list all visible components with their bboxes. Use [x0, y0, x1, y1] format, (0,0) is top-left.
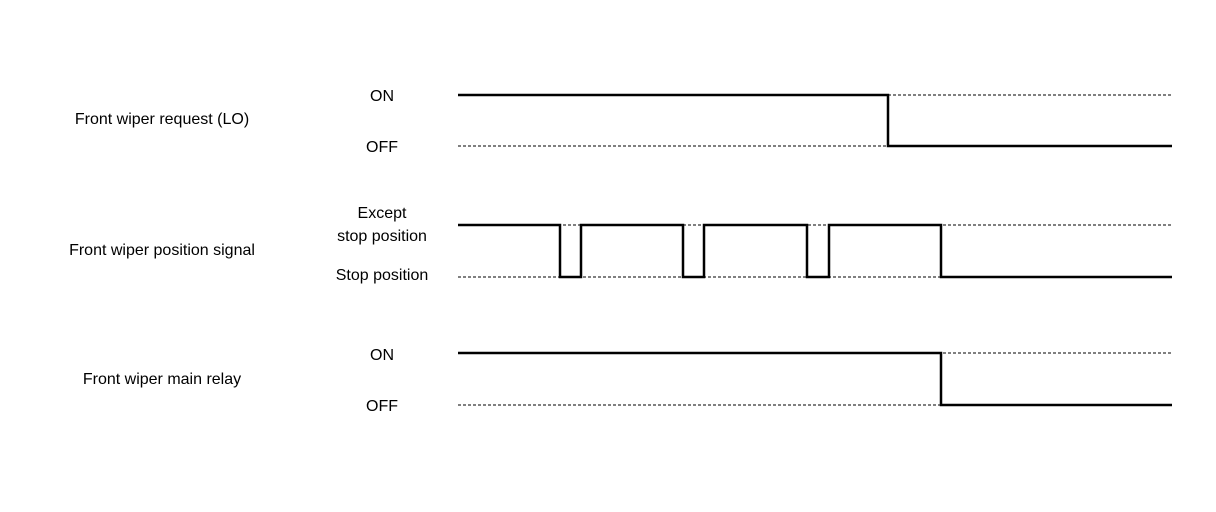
signal-name-front-wiper-request: Front wiper request (LO) [75, 111, 249, 128]
row-front-wiper-main-relay: Front wiper main relay ON OFF [83, 347, 1172, 415]
off-label: OFF [366, 139, 398, 156]
request-waveform [458, 93, 1172, 148]
position-waveform [458, 223, 1172, 279]
row-front-wiper-position-signal: Front wiper position signal Except stop … [69, 205, 1172, 284]
stop-position-label-upper: stop position [337, 228, 427, 245]
off-label: OFF [366, 398, 398, 415]
relay-waveform [458, 351, 1172, 407]
stop-position-label: Stop position [336, 267, 429, 284]
on-label: ON [370, 347, 394, 364]
except-label: Except [358, 205, 407, 222]
signal-name-front-wiper-main-relay: Front wiper main relay [83, 371, 241, 388]
on-label: ON [370, 88, 394, 105]
signal-name-front-wiper-position: Front wiper position signal [69, 242, 255, 259]
row-front-wiper-request: Front wiper request (LO) ON OFF [75, 88, 1172, 156]
